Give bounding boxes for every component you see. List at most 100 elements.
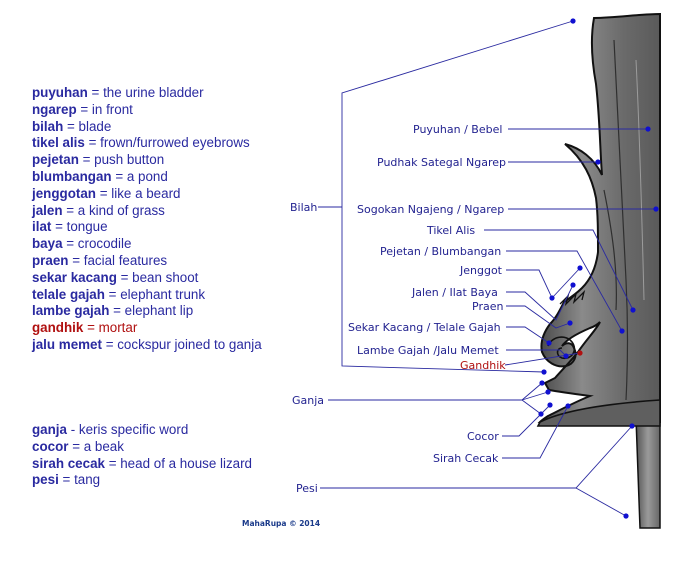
glossary-separator: =: [109, 303, 125, 319]
glossary-row: baya = crocodile: [32, 236, 262, 253]
blade-groove: [613, 39, 629, 401]
glossary-row: jalen = a kind of grass: [32, 203, 262, 220]
glossary-separator: =: [68, 252, 84, 268]
glossary-separator: =: [104, 455, 121, 471]
glossary-meaning: mortar: [98, 320, 138, 336]
label-sirah-cecak: Sirah Cecak: [433, 452, 499, 465]
glossary-meaning: a kind of grass: [77, 202, 165, 218]
glossary-meaning: frown/furrowed eyebrows: [100, 135, 250, 151]
glossary-row: ilat = tongue: [32, 219, 262, 236]
glossary-row: gandhik = mortar: [32, 320, 262, 337]
glossary-meaning: a beak: [83, 438, 124, 454]
glossary-term: jalu memet: [32, 336, 102, 352]
glossary-separator: =: [76, 101, 92, 117]
glossary-meaning: head of a house lizard: [120, 455, 253, 471]
glossary-term: jalen: [32, 202, 63, 218]
glossary-term: tikel alis: [32, 135, 85, 151]
glossary-term: bilah: [32, 118, 64, 134]
leader-dots: [538, 18, 659, 519]
label-pesi: Pesi: [296, 482, 318, 495]
glossary-separator: =: [63, 118, 79, 134]
glossary-term: baya: [32, 236, 63, 252]
glossary-row: sirah cecak = head of a house lizard: [32, 456, 252, 473]
glossary-row: cocor = a beak: [32, 439, 252, 456]
glossary-row: ngarep = in front: [32, 102, 262, 119]
glossary-separator: =: [101, 336, 118, 352]
glossary-row: pejetan = push button: [32, 152, 262, 169]
glossary-term: puyuhan: [32, 85, 88, 100]
leader-lines: [318, 20, 656, 517]
glossary-term: gandhik: [32, 320, 84, 336]
label-lambe-gajah: Lambe Gajah /Jalu Memet: [357, 344, 499, 357]
blade-shape: [537, 12, 661, 423]
glossary-row: jenggotan = like a beard: [32, 186, 262, 203]
glossary-row: puyuhan = the urine bladder: [32, 85, 262, 102]
glossary-row: tikel alis = frown/furrowed eyebrows: [32, 135, 262, 152]
glossary-term: lambe gajah: [32, 303, 110, 319]
label-tikel-alis: Tikel Alis: [426, 224, 475, 237]
blade-groove: [635, 59, 645, 301]
glossary-separator: =: [87, 85, 104, 100]
glossary-meaning: a pond: [126, 168, 168, 184]
glossary-meaning: keris specific word: [78, 422, 189, 437]
glossary-meaning: facial features: [83, 252, 168, 268]
label-cocor: Cocor: [467, 430, 499, 443]
glossary-term: cocor: [32, 438, 69, 454]
tikel-alis-groove: [603, 189, 617, 311]
glossary-separator: =: [78, 152, 95, 168]
glossary-row: sekar kacang = bean shoot: [32, 270, 262, 287]
glossary-meaning: crocodile: [77, 236, 132, 252]
glossary-meaning: blade: [78, 118, 112, 134]
glossary-meaning: tang: [74, 472, 101, 488]
glossary-separator: =: [62, 202, 78, 218]
label-jalen: Jalen / Ilat Baya: [411, 286, 498, 299]
glossary-term: ilat: [32, 219, 52, 235]
glossary-row: ganja - keris specific word: [32, 422, 252, 439]
glossary-separator: =: [84, 135, 101, 151]
credit-text: MahaRupa © 2014: [242, 519, 320, 528]
glossary-separator: =: [62, 236, 78, 252]
ganja-shape: [536, 399, 661, 427]
glossary-separator: =: [104, 286, 121, 302]
glossary-term: jenggotan: [32, 185, 96, 201]
glossary-term: sekar kacang: [32, 269, 117, 285]
glossary-separator: =: [95, 185, 112, 201]
label-bilah: Bilah: [290, 201, 317, 214]
label-gandhik: Gandhik: [460, 359, 506, 372]
glossary-row: praen = facial features: [32, 253, 262, 270]
label-sogokan: Sogokan Ngajeng / Ngarep: [357, 203, 504, 216]
glossary-term: telale gajah: [32, 286, 105, 302]
label-pudhak: Pudhak Sategal Ngarep: [377, 156, 506, 169]
glossary-separator: =: [83, 320, 99, 336]
glossary-separator: =: [111, 168, 127, 184]
glossary-meaning: push button: [94, 152, 165, 168]
glossary-meaning: tongue: [66, 219, 108, 235]
glossary-meaning: in front: [91, 101, 133, 117]
label-ganja: Ganja: [292, 394, 324, 407]
glossary-meaning: bean shoot: [132, 269, 199, 285]
glossary-term: pejetan: [32, 152, 79, 168]
glossary-separator: =: [58, 472, 75, 488]
glossary-row: jalu memet = cockspur joined to ganja: [32, 337, 262, 354]
glossary-row: lambe gajah = elephant lip: [32, 303, 262, 320]
glossary-term: ngarep: [32, 101, 77, 117]
glossary-term: ganja: [32, 422, 67, 437]
glossary-meaning: elephant lip: [124, 303, 194, 319]
label-praen: Praen: [472, 300, 503, 313]
glossary-row: blumbangan = a pond: [32, 169, 262, 186]
glossary-separator: -: [66, 422, 79, 437]
glossary-meaning: elephant trunk: [120, 286, 206, 302]
glossary-row: telale gajah = elephant trunk: [32, 287, 262, 304]
glossary-meaning: the urine bladder: [103, 85, 204, 100]
glossary-row: bilah = blade: [32, 119, 262, 136]
glossary-term: sirah cecak: [32, 455, 105, 471]
glossary-term: blumbangan: [32, 168, 112, 184]
label-puyuhan: Puyuhan / Bebel: [413, 123, 502, 136]
glossary-term: praen: [32, 252, 69, 268]
label-sekar-kacang: Sekar Kacang / Telale Gajah: [348, 321, 501, 334]
glossary-row: pesi = tang: [32, 472, 252, 489]
glossary-meaning: like a beard: [111, 185, 181, 201]
